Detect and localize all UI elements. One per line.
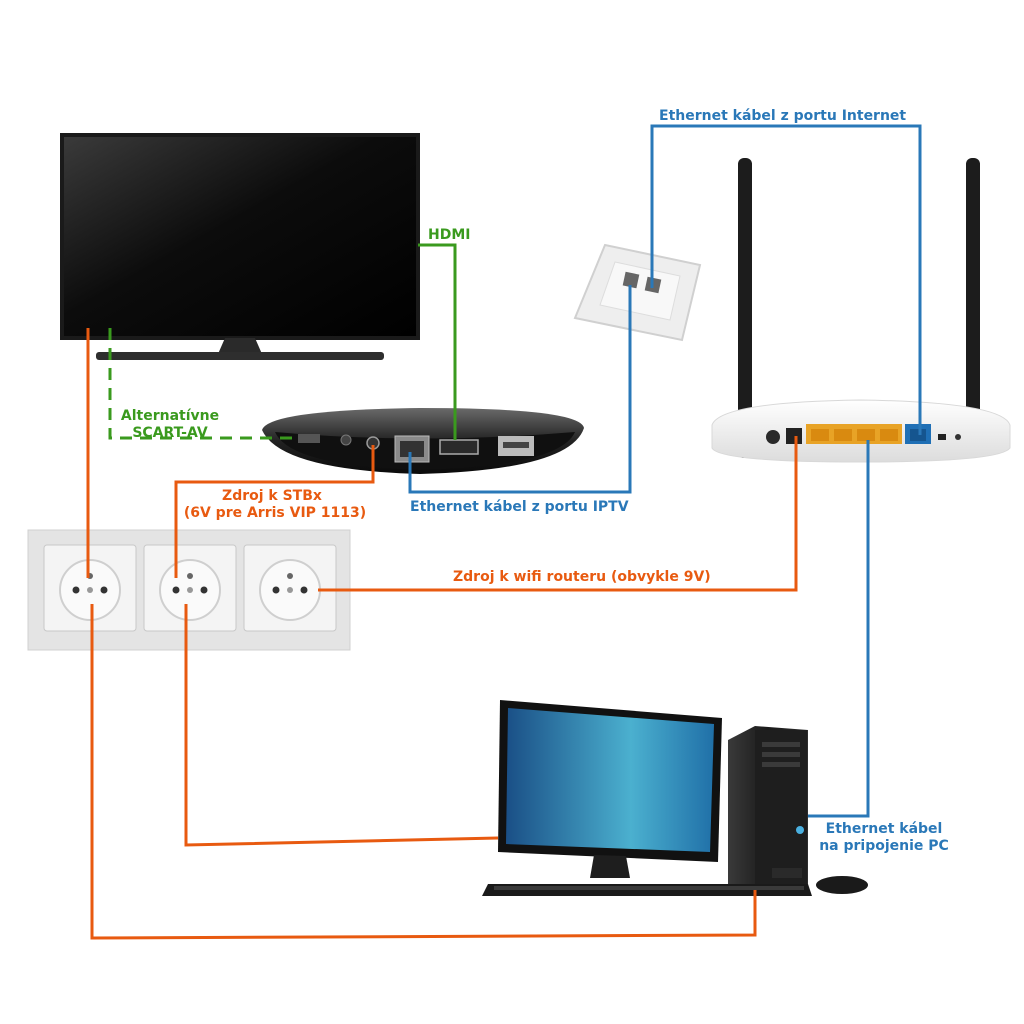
power-outlet-icon <box>27 529 351 651</box>
ethernet-pc-label-line2: na pripojenie PC <box>819 838 949 854</box>
desktop-pc-icon <box>482 700 868 896</box>
wifi-router-icon <box>711 158 1011 463</box>
scart-label-line2: SCART-AV <box>132 425 208 441</box>
ethernet-pc-label-line1: Ethernet kábel <box>826 821 943 837</box>
hdmi-label: HDMI <box>428 227 470 243</box>
scart-label-line1: Alternatívne <box>121 408 219 424</box>
stb-power-cable <box>174 445 375 578</box>
ethernet-wall-socket-icon <box>573 243 702 342</box>
stb-power-label-line1: Zdroj k STBx <box>222 488 322 504</box>
set-top-box-icon <box>262 408 584 474</box>
tv-icon <box>60 133 420 360</box>
ethernet-pc-cable <box>808 440 870 818</box>
pc-power-cable <box>90 604 757 940</box>
monitor-power-cable <box>184 604 499 847</box>
router-power-label: Zdroj k wifi routeru (obvykle 9V) <box>453 569 711 585</box>
ethernet-internet-cable <box>650 124 922 435</box>
ethernet-iptv-label: Ethernet kábel z portu IPTV <box>410 499 629 515</box>
ethernet-iptv-cable <box>408 285 632 494</box>
scart-av-cable <box>108 328 300 440</box>
stb-power-label-line2: (6V pre Arris VIP 1113) <box>184 505 366 521</box>
ethernet-internet-label: Ethernet kábel z portu Internet <box>659 108 906 124</box>
router-power-cable <box>318 436 798 592</box>
hdmi-cable <box>418 243 457 440</box>
